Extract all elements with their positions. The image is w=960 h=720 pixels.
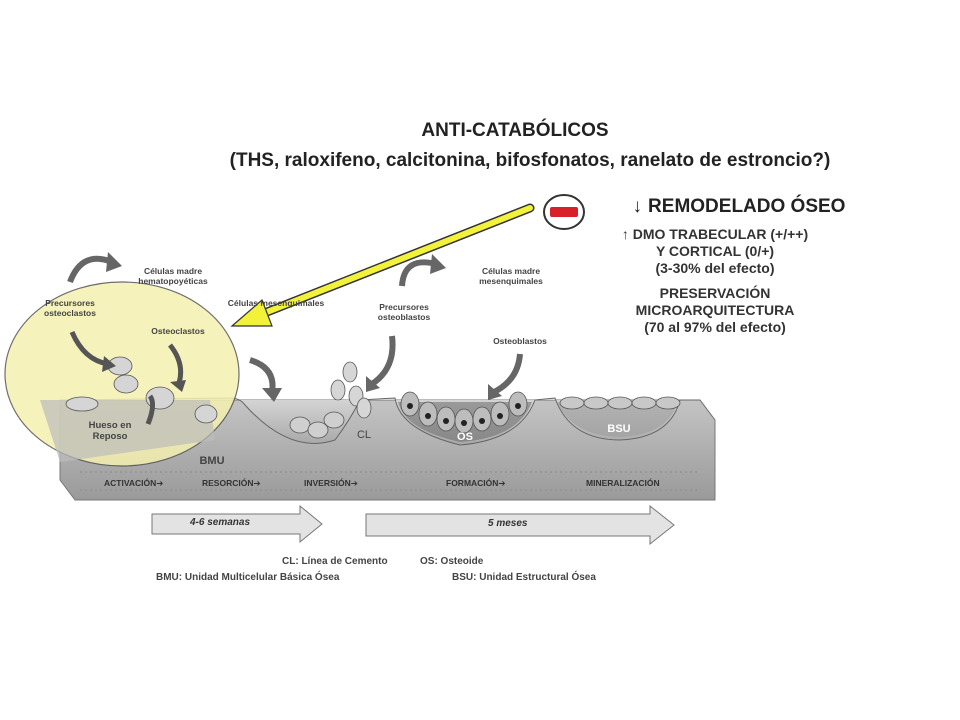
legend-bmu: BMU: Unidad Multicelular Básica Ósea <box>156 572 340 583</box>
minus-circle-icon <box>543 194 585 230</box>
label-precursores-osteoblastos: Precursores osteoblastos <box>377 302 431 322</box>
diagram-title: ANTI-CATABÓLICOS <box>421 120 609 141</box>
down-arrow-icon: ↓ <box>632 196 643 217</box>
reversal-cells <box>289 411 345 439</box>
curved-arrow-hemato <box>67 255 114 284</box>
effect-line: (3-30% del efecto) <box>655 260 775 276</box>
duration-arrow-long-icon <box>365 504 675 546</box>
precursor-stack <box>330 361 372 419</box>
label-cl: CL <box>356 429 372 441</box>
remodelado-label: REMODELADO ÓSEO <box>648 196 846 217</box>
duration-arrow-short-icon <box>151 504 323 544</box>
curved-arrow-mesen <box>399 259 437 287</box>
label-celulas-mesenquimales: Células mesenquimales <box>227 298 325 308</box>
label-celulas-madre-hemato: Células madre hematopoyéticas <box>138 266 208 286</box>
effect-line: Y CORTICAL (0/+) <box>655 243 775 259</box>
label-precursores-osteoclastos: Precursores osteoclastos <box>44 298 96 318</box>
phase-mineralizacion: MINERALIZACIÓN <box>586 478 660 488</box>
effect-line: (70 al 97% del efecto) <box>644 319 786 335</box>
legend-os: OS: Osteoide <box>420 556 484 567</box>
phase-activacion: ACTIVACIÓN➔ <box>104 478 164 488</box>
lining-cells <box>559 396 681 410</box>
effect-line: ↑ DMO TRABECULAR (+/++) <box>621 226 809 242</box>
label-celulas-madre-mesen: Células madre mesenquimales <box>479 266 543 286</box>
duration-short: 4-6 semanas <box>190 517 251 528</box>
curved-arrow-resorcion <box>249 357 276 393</box>
diagram-subtitle: (THS, raloxifeno, calcitonina, bifosfona… <box>229 150 831 171</box>
label-hueso-reposo: Hueso en Reposo <box>88 420 132 442</box>
effect-line: PRESERVACIÓN <box>659 285 771 301</box>
label-os: OS <box>457 431 473 443</box>
curved-arrow-osteoblastos <box>492 353 523 395</box>
effects-panel: ↓ REMODELADO ÓSEO ↑ DMO TRABECULAR (+/++… <box>590 196 846 336</box>
label-osteoblastos: Osteoblastos <box>493 336 547 346</box>
label-osteoclastos: Osteoclastos <box>151 326 205 336</box>
label-bmu: BMU <box>199 455 225 467</box>
legend-cl: CL: Línea de Cemento <box>282 556 388 567</box>
effect-line: MICROARQUITECTURA <box>635 302 795 318</box>
duration-long: 5 meses <box>488 518 528 529</box>
bsu-layer <box>557 402 678 437</box>
curved-arrow-inversion <box>370 335 396 387</box>
phase-resorcion: RESORCIÓN➔ <box>202 478 261 488</box>
legend-bsu: BSU: Unidad Estructural Ósea <box>452 572 596 583</box>
yellow-pointer-arrow-icon <box>230 203 535 327</box>
phase-formacion: FORMACIÓN➔ <box>446 478 506 488</box>
label-bsu: BSU <box>607 423 631 435</box>
phase-inversion: INVERSIÓN➔ <box>304 478 358 488</box>
